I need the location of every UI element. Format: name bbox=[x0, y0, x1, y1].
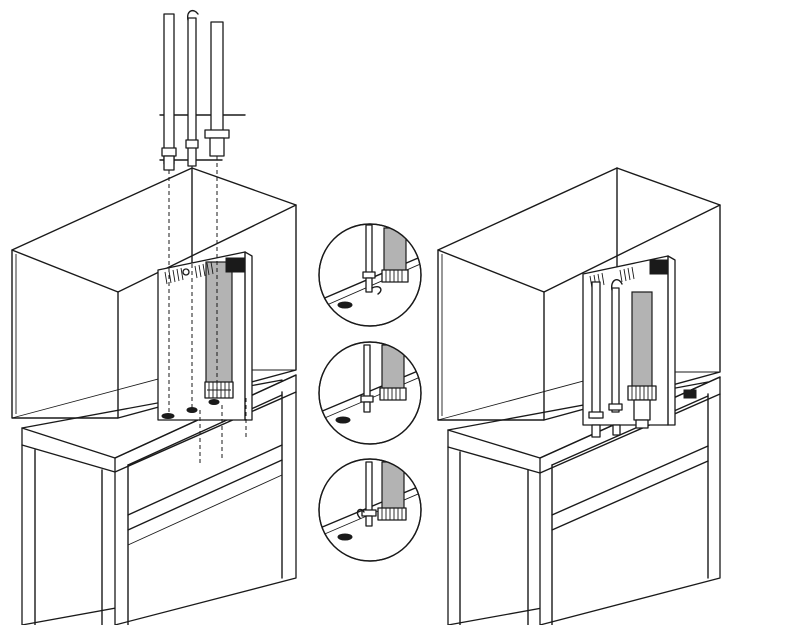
detail-step-2 bbox=[318, 341, 422, 445]
overflow-pipe-assembled bbox=[631, 291, 653, 391]
overflow-standpipe bbox=[210, 21, 224, 133]
assembled-view bbox=[437, 167, 721, 625]
left-overflow-box bbox=[157, 251, 253, 421]
right-overflow-box bbox=[582, 255, 676, 438]
right-tank bbox=[437, 167, 721, 421]
detail-step-3 bbox=[318, 458, 422, 562]
left-tank bbox=[11, 167, 297, 419]
comb-grille bbox=[225, 257, 245, 273]
exploded-view bbox=[11, 9, 297, 625]
detail-steps bbox=[318, 223, 422, 562]
overflow-pipe bbox=[205, 261, 233, 393]
return-pipe bbox=[163, 13, 175, 165]
left-cabinet bbox=[21, 374, 297, 625]
comb-grille-assembled bbox=[649, 259, 669, 275]
right-cabinet bbox=[447, 376, 721, 625]
return-pipe-assembled bbox=[591, 281, 601, 419]
left-pipes-exploded bbox=[159, 9, 247, 465]
detail-step-1 bbox=[318, 223, 422, 327]
